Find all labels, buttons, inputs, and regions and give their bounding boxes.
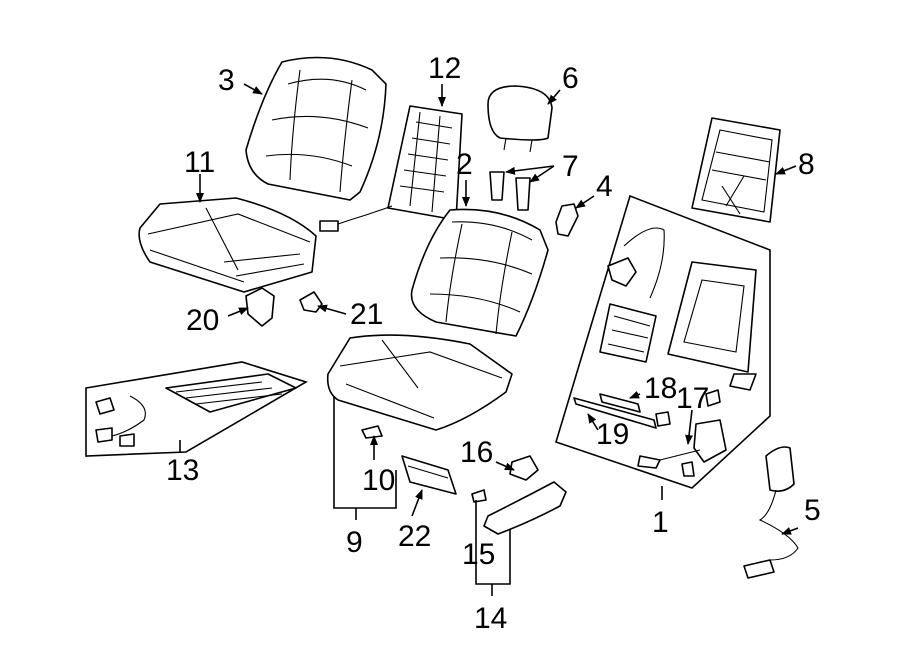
callout-10: 10 [362,464,395,497]
seat-cushion-pad [326,334,513,431]
callout-2: 2 [456,148,473,181]
seat-back-frame [691,117,781,223]
callout-16: 16 [460,436,493,469]
cushion-side-trim [401,455,457,495]
leader-lines [179,83,799,596]
callout-8: 8 [798,148,815,181]
callout-7: 7 [562,150,579,183]
headrest [487,85,553,153]
bracket-20 [245,287,275,327]
callout-20: 20 [186,304,219,337]
callout-12: 12 [428,52,461,85]
callout-18: 18 [644,372,677,405]
clip-10 [361,425,383,439]
callout-22: 22 [398,520,431,553]
callout-6: 6 [562,62,579,95]
clip-15 [471,489,487,503]
seat-side-cover [483,481,567,535]
trim-piece [555,203,579,237]
seat-heater-assembly [85,361,308,457]
callout-9: 9 [346,526,363,559]
callout-4: 4 [596,170,613,203]
seat-frame-assembly [555,194,771,489]
callout-15: 15 [462,538,495,571]
seat-cushion-cover [138,197,317,293]
callout-5: 5 [804,494,821,527]
power-seat-switch [743,446,799,579]
callout-3: 3 [218,64,235,97]
callout-21: 21 [350,298,383,331]
callout-19: 19 [596,418,629,451]
callout-14: 14 [474,602,507,635]
callout-11: 11 [184,146,215,179]
callout-13: 13 [166,454,199,487]
callout-17: 17 [676,382,709,415]
bracket-16 [509,455,539,481]
seat-back-cover [245,56,387,201]
callout-labels: 1 2 3 4 5 6 7 8 9 10 11 12 13 14 15 16 1… [166,52,821,635]
headrest-guides [489,171,531,211]
seat-back-pad [410,208,549,337]
clip-21 [299,291,323,313]
callout-1: 1 [652,506,669,539]
